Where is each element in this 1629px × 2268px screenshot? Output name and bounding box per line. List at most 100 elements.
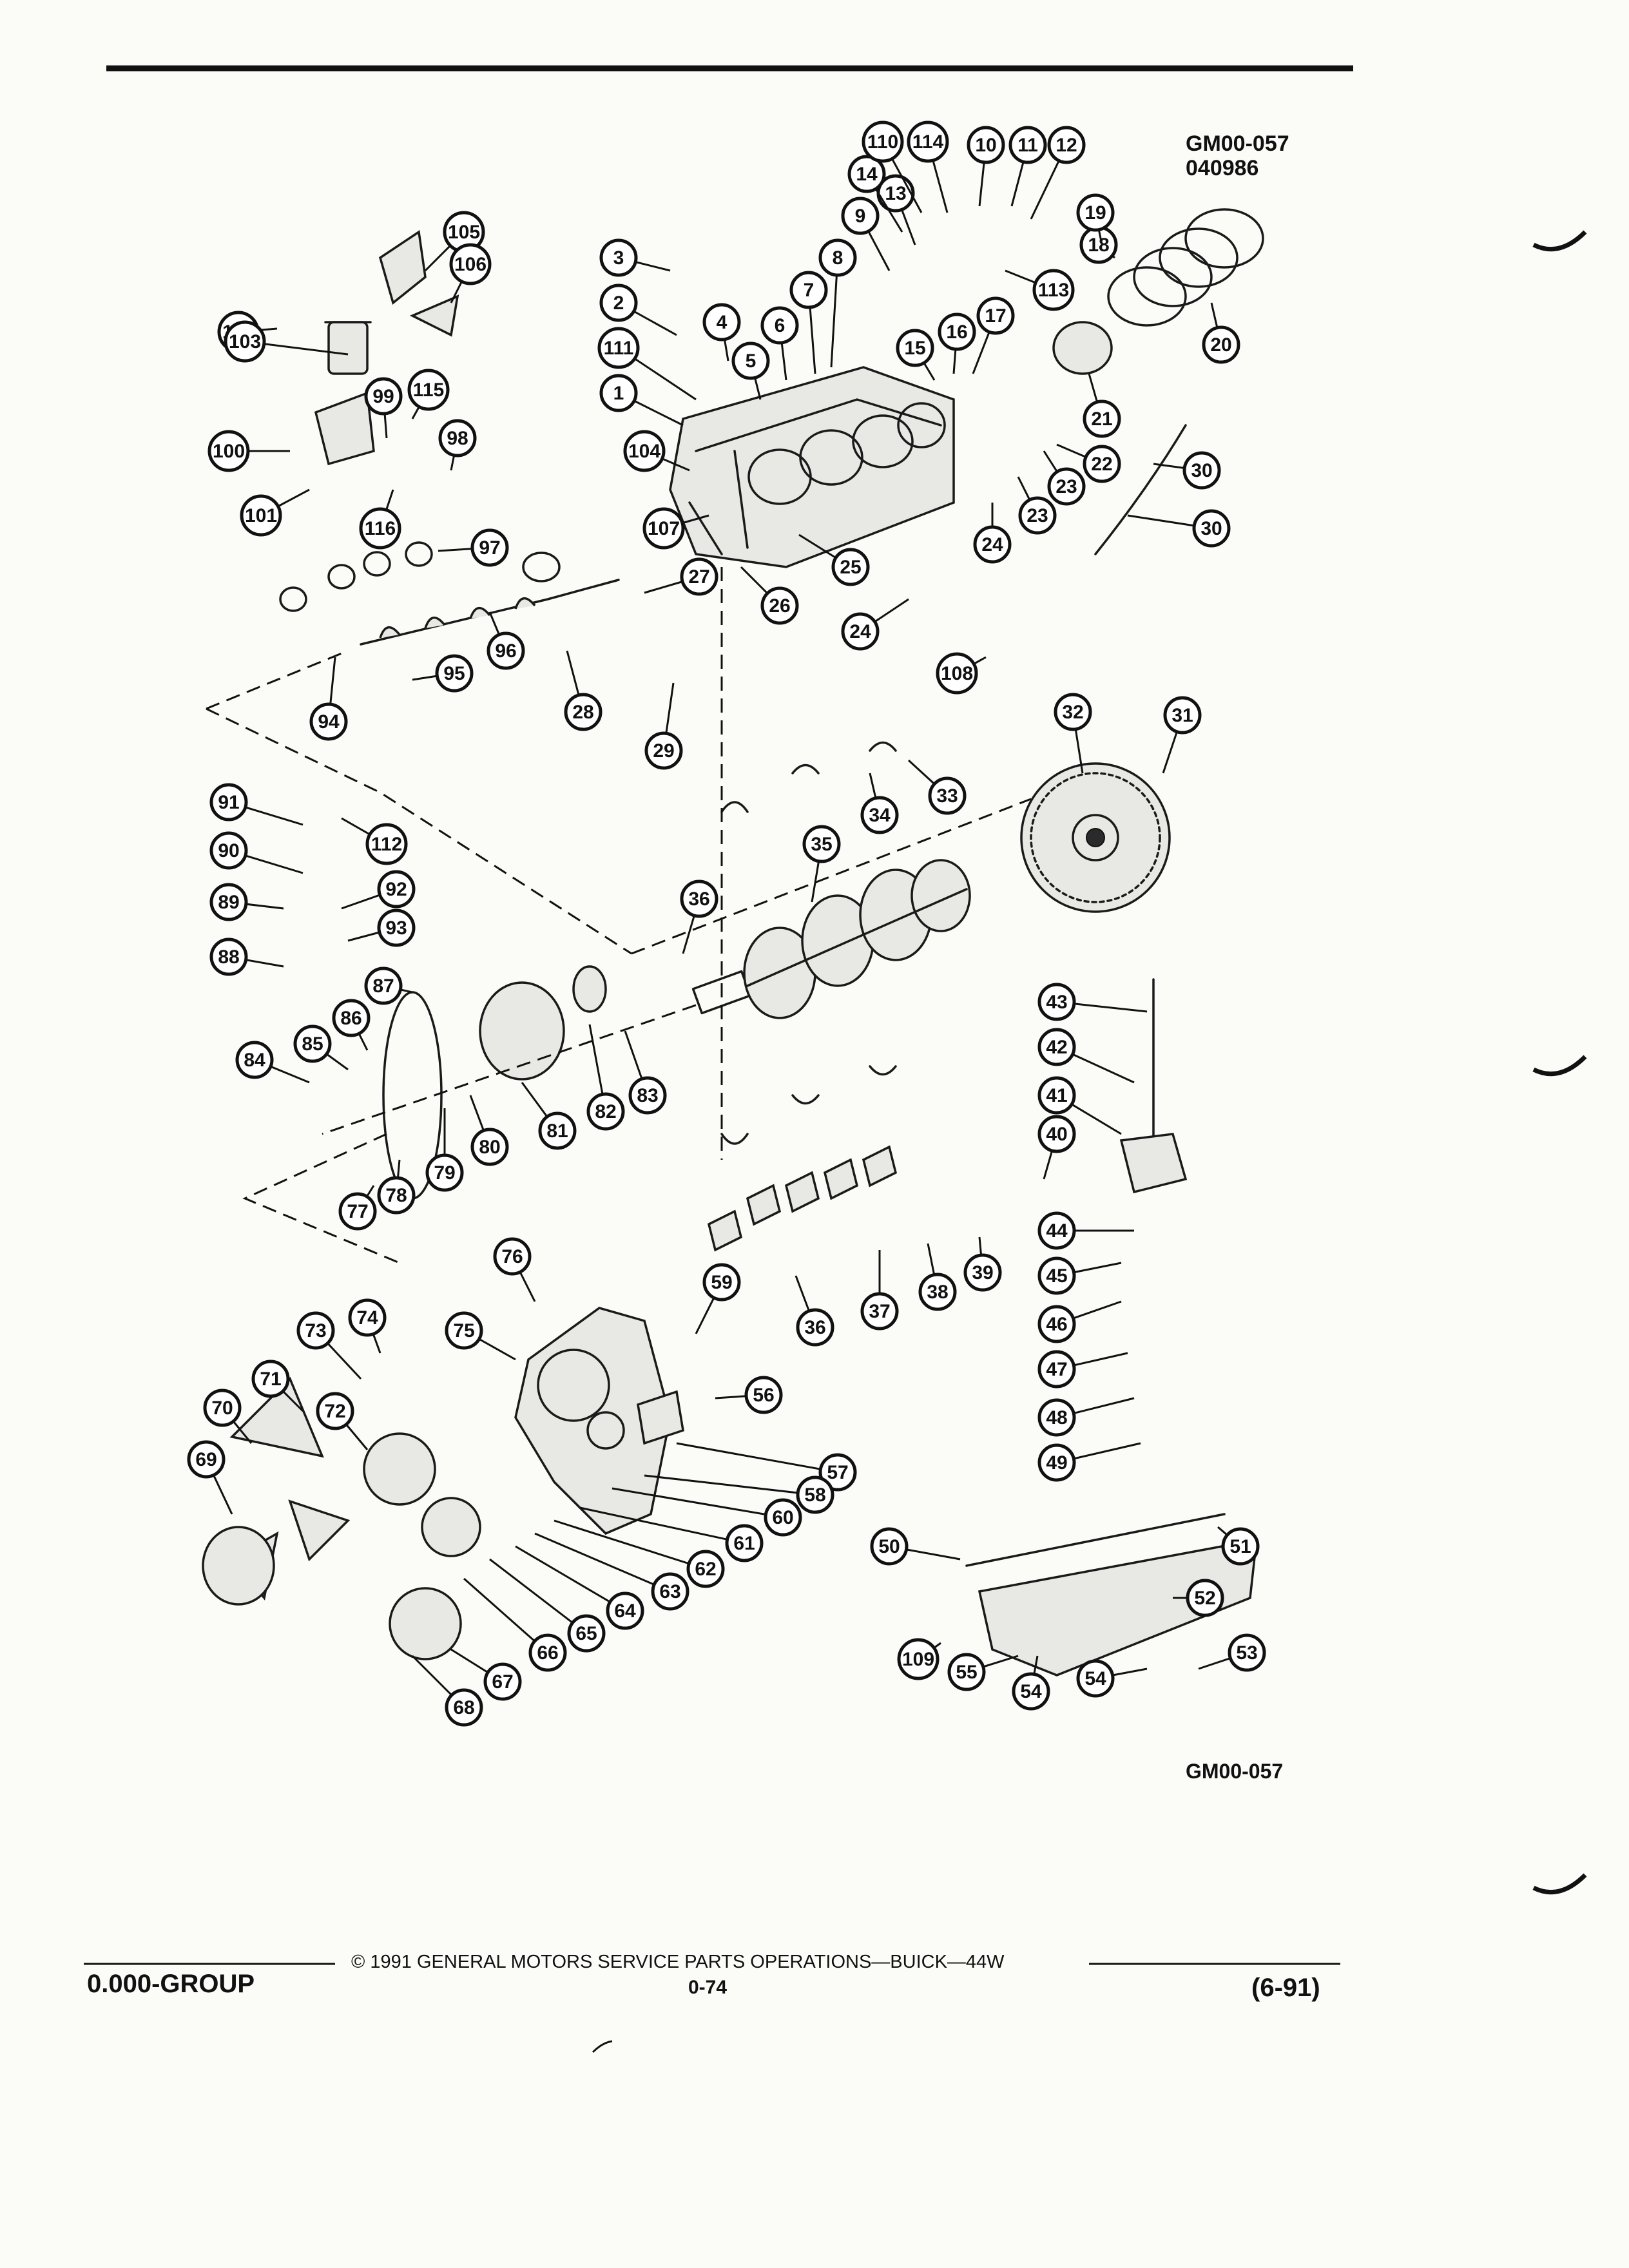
callout-number: 18 [1088,235,1109,256]
callout-circle [599,238,638,277]
callout-circle [1047,467,1086,506]
callout-number: 86 [340,1008,361,1029]
callout-98: 98 [438,419,477,471]
callout-number: 92 [385,879,407,900]
callout-number: 108 [941,663,973,684]
callout-circle [538,1111,577,1150]
callout-number: 114 [912,131,944,153]
callout-number: 9 [855,206,866,227]
callout-number: 98 [447,428,468,449]
callout-20: 20 [1202,302,1240,364]
callout-circle [487,631,525,670]
callout-circle [235,1041,274,1079]
callout-circle [1182,451,1221,490]
callout-97: 97 [438,528,509,567]
cam-bearings [279,541,433,612]
callout-42: 42 [1037,1028,1135,1084]
callout-95: 95 [412,654,474,693]
callout-circle [860,796,899,834]
callout-66: 66 [463,1577,567,1672]
callout-number: 20 [1210,334,1231,356]
callout-circle [628,1076,667,1115]
callout-100: 100 [207,430,290,472]
callout-circle [316,1392,354,1430]
callout-number: 83 [637,1085,658,1106]
callout-circle [528,1633,567,1672]
callout-34: 34 [860,773,899,834]
callout-36: 36 [795,1275,834,1347]
callout-circle [862,120,904,163]
diagram-code-header: GM00-057 [1186,131,1289,156]
callout-55: 55 [947,1653,1019,1691]
callout-number: 66 [537,1642,558,1664]
callout-35: 35 [802,825,841,903]
callout-number: 52 [1194,1588,1215,1609]
leader-line [676,1442,838,1474]
callout-103: 103 [224,320,349,363]
callout-number: 69 [195,1449,217,1470]
callout-10: 10 [967,126,1005,207]
callout-number: 60 [772,1507,793,1528]
leader-line [554,1519,706,1570]
callout-116: 116 [359,489,401,550]
callout-number: 57 [827,1462,848,1483]
callout-circle [470,528,509,567]
callout-62: 62 [554,1519,725,1588]
callout-30: 30 [1153,451,1221,490]
callout-81: 81 [521,1082,577,1150]
callout-39: 39 [963,1236,1002,1292]
callout-number: 109 [902,1649,934,1670]
callout-circle [377,1176,416,1215]
callout-84: 84 [235,1041,310,1084]
callout-113: 113 [1005,269,1075,311]
callout-circle [789,271,828,309]
callout-circle [928,776,967,815]
callout-number: 82 [595,1101,616,1122]
callout-circle [680,557,718,596]
leader-line [515,1545,626,1612]
oil-filter-group [314,230,459,466]
callout-109: 109 [897,1638,941,1680]
dipstick [1094,424,1187,555]
callout-number: 90 [218,840,239,861]
callout-number: 39 [972,1262,993,1283]
callout-number: 23 [1055,476,1077,497]
callout-circle [251,1360,290,1398]
callout-31: 31 [1162,696,1202,774]
callout-number: 43 [1046,992,1067,1013]
callout-87: 87 [364,966,413,1005]
callout-circle [1186,1579,1224,1617]
callout-number: 21 [1091,408,1112,430]
callout-94: 94 [309,657,348,741]
callout-circle [449,243,492,285]
callout-number: 77 [347,1201,368,1222]
callout-104: 104 [623,430,690,472]
callout-circle [702,303,741,341]
leader-line [489,1558,587,1635]
callout-60: 60 [612,1487,802,1537]
callout-112: 112 [341,817,408,865]
crankshaft [691,859,971,1019]
callout-number: 22 [1091,454,1112,475]
fan-pulley-group [202,1376,481,1660]
callout-number: 67 [492,1671,513,1693]
callout-number: 53 [1236,1642,1257,1664]
callout-36: 36 [680,879,718,954]
callout-number: 12 [1055,135,1077,156]
callout-number: 36 [688,889,709,910]
callout-21: 21 [1083,373,1121,438]
callout-circle [702,1263,741,1302]
callout-75: 75 [445,1311,516,1361]
callout-91: 91 [209,783,304,826]
stray-mark [592,2040,613,2053]
callout-number: 91 [218,792,239,813]
callout-circle [623,430,666,472]
callout-number: 40 [1046,1124,1067,1145]
callout-number: 5 [746,351,757,372]
callout-circle [567,1614,606,1653]
callout-circle [847,155,886,193]
callout-number: 88 [218,947,239,968]
callout-number: 103 [229,331,261,352]
callout-71: 71 [251,1360,304,1412]
callout-circle [332,999,371,1037]
